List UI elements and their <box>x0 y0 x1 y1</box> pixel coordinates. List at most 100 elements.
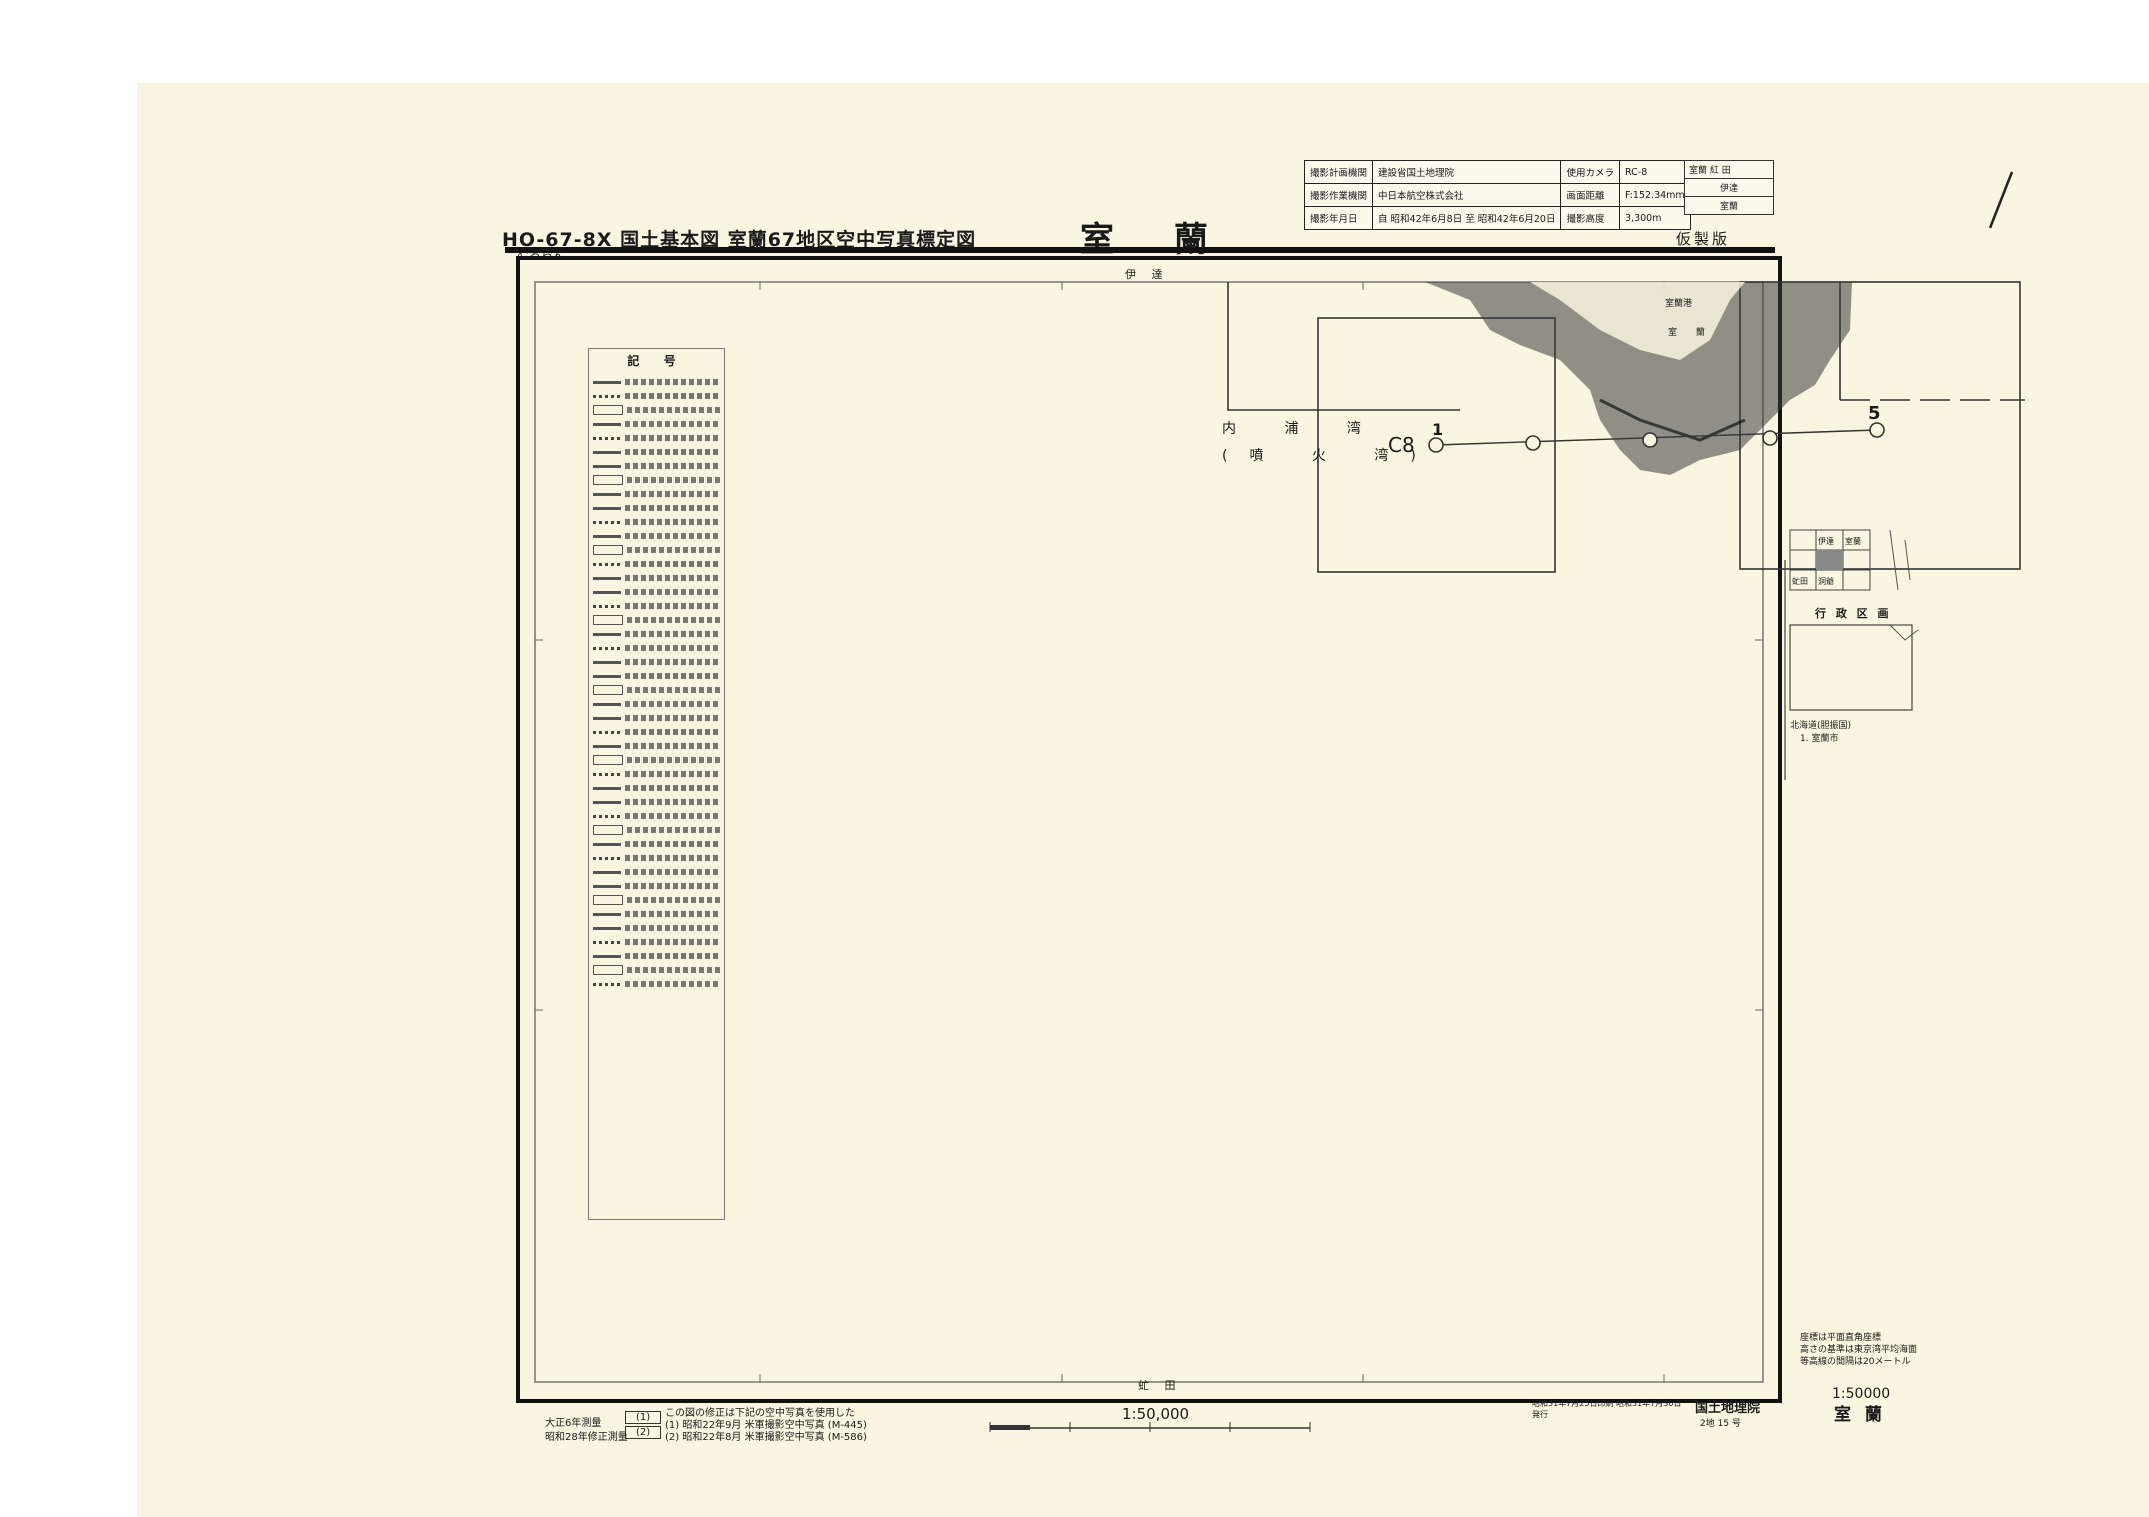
legend-symbol-label <box>625 505 720 511</box>
legend-symbol-label <box>625 421 720 427</box>
info-cell: 建設省国土地理院 <box>1372 160 1562 184</box>
legend-symbol <box>593 436 621 440</box>
legend-symbol <box>593 660 621 664</box>
info-cell: 3,300m <box>1619 206 1691 230</box>
legend-symbol <box>593 545 623 555</box>
legend-symbol-label <box>625 519 720 525</box>
legend-symbol-label <box>625 841 720 847</box>
legend-row <box>593 389 720 403</box>
legend-symbol <box>593 912 621 916</box>
photo-number-first: 1 <box>1432 420 1444 439</box>
survey-title: 大正6年測量 <box>545 1418 602 1429</box>
legend-symbol <box>593 492 621 496</box>
photo-centers <box>1428 422 1885 453</box>
legend-row <box>593 851 720 865</box>
legend-symbol-label <box>625 855 720 861</box>
legend-symbol <box>593 422 621 426</box>
legend-symbol <box>593 716 621 720</box>
legend-symbol-label <box>625 533 720 539</box>
legend-row <box>593 627 720 641</box>
town-label: 室 蘭 <box>1668 328 1713 338</box>
legend-symbol <box>593 982 621 986</box>
legend-symbol-label <box>625 981 720 987</box>
legend-symbol-label <box>627 827 720 833</box>
legend-symbol-label <box>625 883 720 889</box>
revision-note: この図の修正は下記の空中写真を使用した <box>665 1408 855 1419</box>
note-line: 高さの基準は東京湾平均海面 <box>1800 1345 1918 1355</box>
legend-row <box>593 515 720 529</box>
revision-photo-1: (1) 昭和22年9月 米軍撮影空中写真 (M-445) <box>665 1420 867 1431</box>
legend-symbol <box>593 730 621 734</box>
publisher-label: 国土地理院 <box>1695 1401 1761 1416</box>
legend-symbol-label <box>625 589 720 595</box>
survey-info-table: 撮影計画機関 建設省国土地理院 使用カメラ RC-8 撮影作業機関 中日本航空株… <box>1303 160 1691 230</box>
adjacent-cell: 室蘭 <box>1845 537 1861 546</box>
legend-symbol-label <box>625 561 720 567</box>
sea-label: 内 浦 湾 <box>1222 421 1383 437</box>
legend-symbol-label <box>625 911 720 917</box>
legend-row <box>593 865 720 879</box>
legend-symbol <box>593 926 621 930</box>
legend-symbol <box>593 842 621 846</box>
legend-row <box>593 879 720 893</box>
legend-symbol-label <box>625 603 720 609</box>
revision-box-1: (1) <box>625 1411 662 1424</box>
legend-symbol <box>593 450 621 454</box>
legend-symbol <box>593 590 621 594</box>
legend-row <box>593 613 720 627</box>
legend-row <box>593 431 720 445</box>
legend-row <box>593 501 720 515</box>
legend-row <box>593 711 720 725</box>
legend-row <box>593 571 720 585</box>
note-line: 等高線の間隔は20メートル <box>1800 1357 1911 1367</box>
legend-symbol-label <box>625 953 720 959</box>
legend-row <box>593 921 720 935</box>
legend-row <box>593 375 720 389</box>
legend-symbol <box>593 394 621 398</box>
legend-symbol-label <box>625 925 720 931</box>
legend-symbol-label <box>627 477 720 483</box>
outer-neatline <box>516 256 1782 1403</box>
info-cell: 中日本航空株式会社 <box>1372 183 1562 207</box>
legend-symbol <box>593 772 621 776</box>
admin-index-title: 行 政 区 画 <box>1815 607 1892 620</box>
legend-row <box>593 669 720 683</box>
legend-symbol-label <box>625 715 720 721</box>
legend-row <box>593 529 720 543</box>
legend-row <box>593 837 720 851</box>
legend-symbol-label <box>625 869 720 875</box>
legend-symbol-label <box>625 771 720 777</box>
legend-symbol-label <box>625 673 720 679</box>
legend-row <box>593 445 720 459</box>
admin-index-box <box>1789 624 1913 711</box>
legend-symbol <box>593 814 621 818</box>
bay-water <box>1530 282 1745 360</box>
map-place-name: 室 蘭 <box>1080 220 1232 260</box>
info-cell: 撮影年月日 <box>1303 206 1374 230</box>
legend-symbol <box>593 534 621 538</box>
legend-row <box>593 767 720 781</box>
legend-symbol-label <box>625 449 720 455</box>
legend-row <box>593 487 720 501</box>
legend-rows <box>593 375 720 991</box>
legend-symbol-label <box>625 743 720 749</box>
legend-symbol-label <box>625 645 720 651</box>
legend-symbol-label <box>627 407 720 413</box>
course-label: C8 <box>1388 433 1415 457</box>
legend-row <box>593 459 720 473</box>
legend-symbol-label <box>625 785 720 791</box>
index-row: 室蘭 <box>1719 202 1738 212</box>
index-row: 室蘭 紅 田 <box>1685 161 1773 179</box>
land-mass <box>1425 282 1852 475</box>
flight-strip-outline <box>1227 282 1460 411</box>
legend-symbol <box>593 856 621 860</box>
adjacent-cell: 洞爺 <box>1818 577 1834 586</box>
scale-bar <box>989 1422 1311 1432</box>
legend-symbol <box>593 475 623 485</box>
legend-symbol-label <box>625 729 720 735</box>
legend-symbol <box>593 685 623 695</box>
legend-symbol <box>593 884 621 888</box>
legend-symbol <box>593 786 621 790</box>
legend-row <box>593 893 720 907</box>
info-cell: 使用カメラ <box>1560 160 1620 184</box>
